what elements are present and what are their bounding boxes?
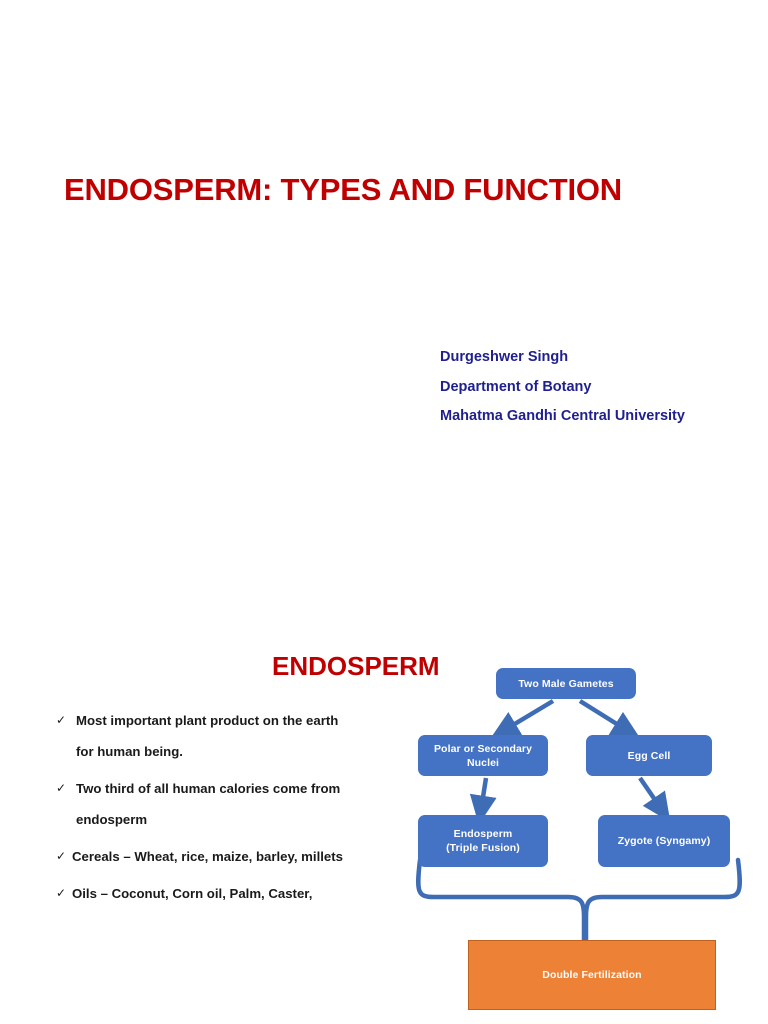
checkmark-icon: ✓ [56,849,67,863]
list-item-text: Two third of all human calories come fro… [76,781,341,827]
node-line-1: Endosperm [453,828,513,840]
edge-egg-to-zygote [638,776,671,823]
author-department: Department of Botany [440,378,592,395]
author-institution: Mahatma Gandhi Central University [440,408,685,424]
list-item-text: Most important plant product on the eart… [76,713,339,759]
double-fertilization-diagram: Two Male Gametes Polar or Secondary Nucl… [390,655,768,1024]
diagram-connectors [416,699,742,943]
edge-polar-to-endosperm [469,777,497,825]
checkmark-icon: ✓ [56,713,67,727]
list-item: ✓ Cereals – Wheat, rice, maize, barley, … [56,841,356,872]
author-block: Durgeshwer Singh Department of Botany Ma… [440,350,740,439]
edge-zygote-brace [583,857,742,943]
section-heading: ENDOSPERM [272,650,440,681]
list-item-text: Oils – Coconut, Corn oil, Palm, Caster, [72,886,313,901]
page-title: ENDOSPERM: TYPES AND FUNCTION [64,171,622,207]
node-line-2: (Triple Fusion) [446,842,520,854]
edge-gametes-to-egg [578,699,641,739]
diagram-node-endosperm-triple-fusion[interactable]: Endosperm (Triple Fusion) [418,815,548,867]
edge-endosperm-brace [416,857,587,943]
checkmark-icon: ✓ [56,781,67,795]
diagram-node-double-fertilization[interactable]: Double Fertilization [468,940,716,1010]
edge-gametes-to-polar [490,699,555,739]
list-item: ✓ Most important plant product on the ea… [56,705,356,767]
checkmark-icon: ✓ [56,886,67,900]
list-item-text: Cereals – Wheat, rice, maize, barley, mi… [72,849,343,864]
bullet-list: ✓ Most important plant product on the ea… [56,705,356,915]
list-item: ✓ Oils – Coconut, Corn oil, Palm, Caster… [56,878,356,909]
author-name: Durgeshwer Singh [440,349,569,365]
content-slide: ENDOSPERM ✓ Most important plant product… [0,600,768,1024]
list-item: ✓ Two third of all human calories come f… [56,773,356,835]
diagram-node-egg-cell[interactable]: Egg Cell [586,735,712,776]
diagram-node-polar-or-secondary-nuclei[interactable]: Polar or Secondary Nuclei [418,735,548,776]
title-slide: ENDOSPERM: TYPES AND FUNCTION Durgeshwer… [64,171,740,439]
diagram-node-two-male-gametes[interactable]: Two Male Gametes [496,668,636,699]
diagram-node-zygote-syngamy[interactable]: Zygote (Syngamy) [598,815,730,867]
